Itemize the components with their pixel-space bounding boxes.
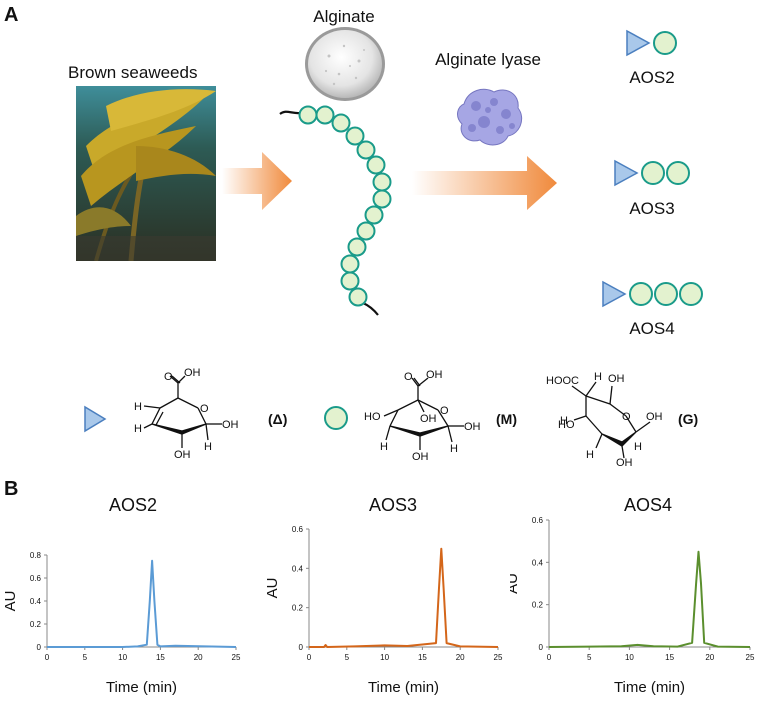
alginate-chain (279, 105, 392, 316)
aos4-label: AOS4 (629, 319, 675, 338)
series-line (548, 550, 751, 648)
x-tick-label: 5 (83, 653, 88, 662)
x-tick-label: 15 (665, 653, 674, 662)
svg-text:H: H (594, 371, 602, 383)
y-tick-label: 0.4 (292, 564, 304, 573)
y-tick-label: 0.2 (292, 604, 304, 613)
arrow-to-alginate-icon (222, 152, 292, 210)
svg-text:OH: OH (608, 373, 625, 385)
y-tick-label: 0.8 (30, 551, 42, 560)
svg-text:OH: OH (174, 449, 191, 461)
x-tick-label: 25 (746, 653, 755, 662)
x-tick-label: 20 (456, 653, 465, 662)
svg-text:HO: HO (558, 419, 575, 431)
y-tick-label: 0 (299, 643, 304, 652)
x-tick-label: 5 (587, 653, 592, 662)
x-tick-label: 10 (380, 653, 389, 662)
svg-text:H: H (586, 449, 594, 461)
x-axis-label: Time (min) (614, 679, 685, 696)
x-tick-label: 25 (494, 653, 503, 662)
svg-text:HO: HO (364, 411, 381, 423)
svg-text:O: O (164, 371, 173, 383)
y-axis-label: AU (2, 591, 19, 612)
y-tick-label: 0.4 (532, 558, 544, 567)
x-tick-label: 25 (232, 653, 241, 662)
aos2-structure (626, 29, 677, 57)
y-tick-label: 0.6 (292, 525, 304, 534)
mannuronate-symbol-icon (324, 406, 348, 430)
x-tick-label: 5 (345, 653, 350, 662)
svg-text:H: H (634, 441, 642, 453)
alginate-lyase-enzyme-icon (457, 88, 523, 146)
svg-text:H: H (134, 423, 142, 435)
alginate-lyase-label: Alginate lyase (435, 50, 541, 69)
svg-text:H: H (380, 441, 388, 453)
svg-text:O: O (622, 411, 631, 423)
seaweed-image (76, 86, 216, 261)
x-axis-label: Time (min) (368, 679, 439, 696)
x-tick-label: 15 (418, 653, 427, 662)
y-axis-label: AU (510, 573, 521, 594)
svg-text:OH: OH (420, 413, 437, 425)
svg-text:OH: OH (426, 369, 443, 381)
svg-text:O: O (440, 405, 449, 417)
aos3-label: AOS3 (629, 199, 675, 218)
alginate-label: Alginate (313, 7, 375, 26)
svg-text:OH: OH (184, 368, 201, 379)
x-tick-label: 10 (118, 653, 127, 662)
delta-label: (Δ) (268, 411, 288, 427)
arrow-to-oligosaccharides-icon (412, 156, 557, 210)
y-tick-label: 0.2 (30, 620, 42, 629)
x-tick-label: 10 (625, 653, 634, 662)
y-tick-label: 0.6 (532, 516, 544, 525)
aos3-structure (614, 159, 690, 187)
svg-text:H: H (560, 415, 568, 427)
y-tick-label: 0.6 (30, 574, 42, 583)
x-tick-label: 20 (194, 653, 203, 662)
panel-b-letter: B (4, 478, 19, 500)
y-tick-label: 0.2 (532, 601, 544, 610)
svg-text:H: H (450, 443, 458, 455)
x-tick-label: 0 (547, 653, 552, 662)
chart-3-title: AOS4 (623, 495, 673, 515)
x-tick-label: 0 (45, 653, 50, 662)
mannuronate-label: (M) (496, 411, 517, 427)
x-tick-label: 15 (156, 653, 165, 662)
x-tick-label: 20 (705, 653, 714, 662)
y-tick-label: 0.4 (30, 597, 42, 606)
svg-text:H: H (204, 441, 212, 453)
delta-symbol-icon (84, 405, 107, 433)
guluronate-label: (G) (678, 411, 699, 427)
aos2-label: AOS2 (629, 68, 675, 87)
y-tick-label: 0 (37, 643, 42, 652)
svg-text:O: O (404, 371, 413, 383)
svg-text:OH: OH (412, 451, 429, 463)
chart-1-title: AOS2 (108, 495, 158, 515)
svg-text:OH: OH (646, 411, 663, 423)
svg-text:OH: OH (616, 457, 633, 466)
series-line (47, 559, 237, 648)
y-tick-label: 0 (539, 643, 544, 652)
x-axis-label: Time (min) (106, 679, 177, 696)
svg-text:O: O (200, 403, 209, 415)
aos4-structure (602, 280, 703, 308)
series-line (309, 547, 499, 648)
x-tick-label: 0 (307, 653, 312, 662)
alginate-powder-icon (305, 27, 385, 101)
svg-text:H: H (134, 401, 142, 413)
svg-text:OH: OH (464, 421, 481, 433)
brown-seaweeds-label: Brown seaweeds (68, 63, 198, 82)
y-axis-label: AU (264, 578, 281, 599)
panel-a-letter: A (4, 4, 19, 26)
svg-text:HOOC: HOOC (546, 375, 579, 387)
svg-text:OH: OH (222, 419, 239, 431)
chart-2-title: AOS3 (368, 495, 418, 515)
